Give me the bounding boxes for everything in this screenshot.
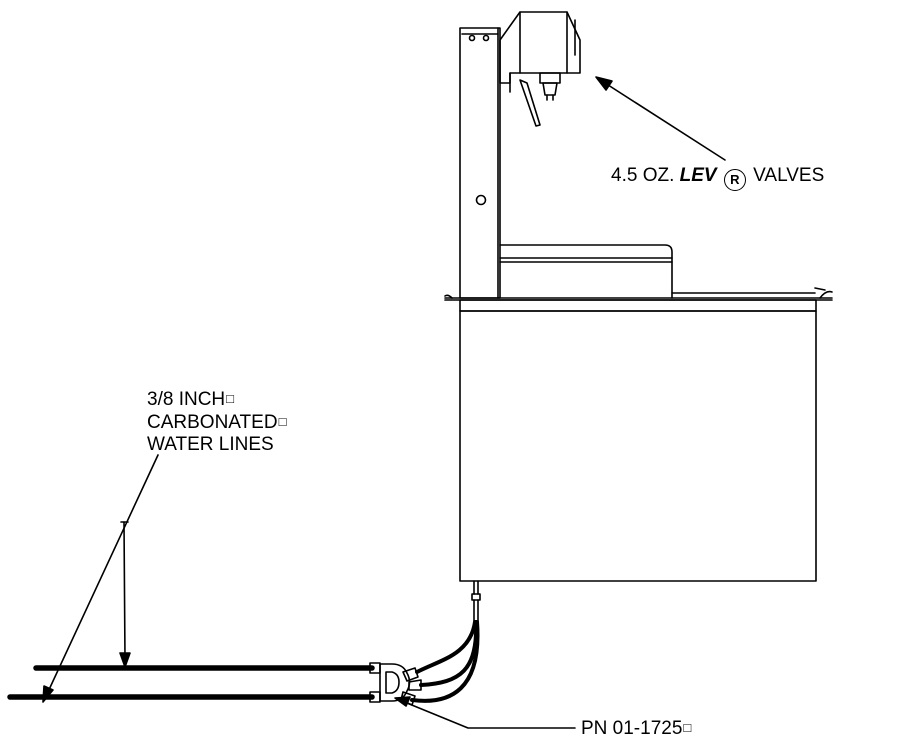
cabinet (459, 310, 817, 582)
registered-mark-icon: R (723, 169, 746, 191)
valve-head (499, 11, 581, 127)
part-number-label: PN 01-1725□ (581, 718, 692, 739)
leader-arrows (42, 76, 726, 729)
tower-hole (475, 194, 487, 206)
valves-label-prefix: 4.5 OZ. (611, 165, 675, 186)
lev-brand-text: LEV (679, 165, 717, 186)
counter-top (444, 290, 833, 312)
part-number-leader (401, 700, 576, 729)
valves-label: 4.5 OZ. LEV R VALVES (611, 165, 824, 191)
tower-column (459, 27, 501, 299)
drip-tray (499, 244, 826, 299)
water-lines-leader (46, 454, 159, 695)
valves-arrowhead (595, 76, 613, 91)
water-lines-arrowhead-lower (42, 685, 54, 703)
water-lines-label-line2: CARBONATED□ (147, 412, 287, 433)
connector-tubes (410, 620, 480, 703)
water-lines-arrowhead-upper (119, 652, 131, 668)
water-lines-leader-2 (123, 521, 126, 661)
water-lines-label: 3/8 INCH□ CARBONATED□ WATER LINES (147, 388, 286, 456)
carbonated-water-lines (7, 665, 375, 700)
valves-label-suffix: VALVES (753, 165, 825, 186)
valves-leader (604, 82, 726, 161)
water-lines-label-line3: WATER LINES (147, 434, 274, 455)
water-lines-label-line1: 3/8 INCH□ (147, 389, 234, 410)
part-number-arrowhead (394, 696, 411, 707)
drop-tube (471, 580, 481, 623)
